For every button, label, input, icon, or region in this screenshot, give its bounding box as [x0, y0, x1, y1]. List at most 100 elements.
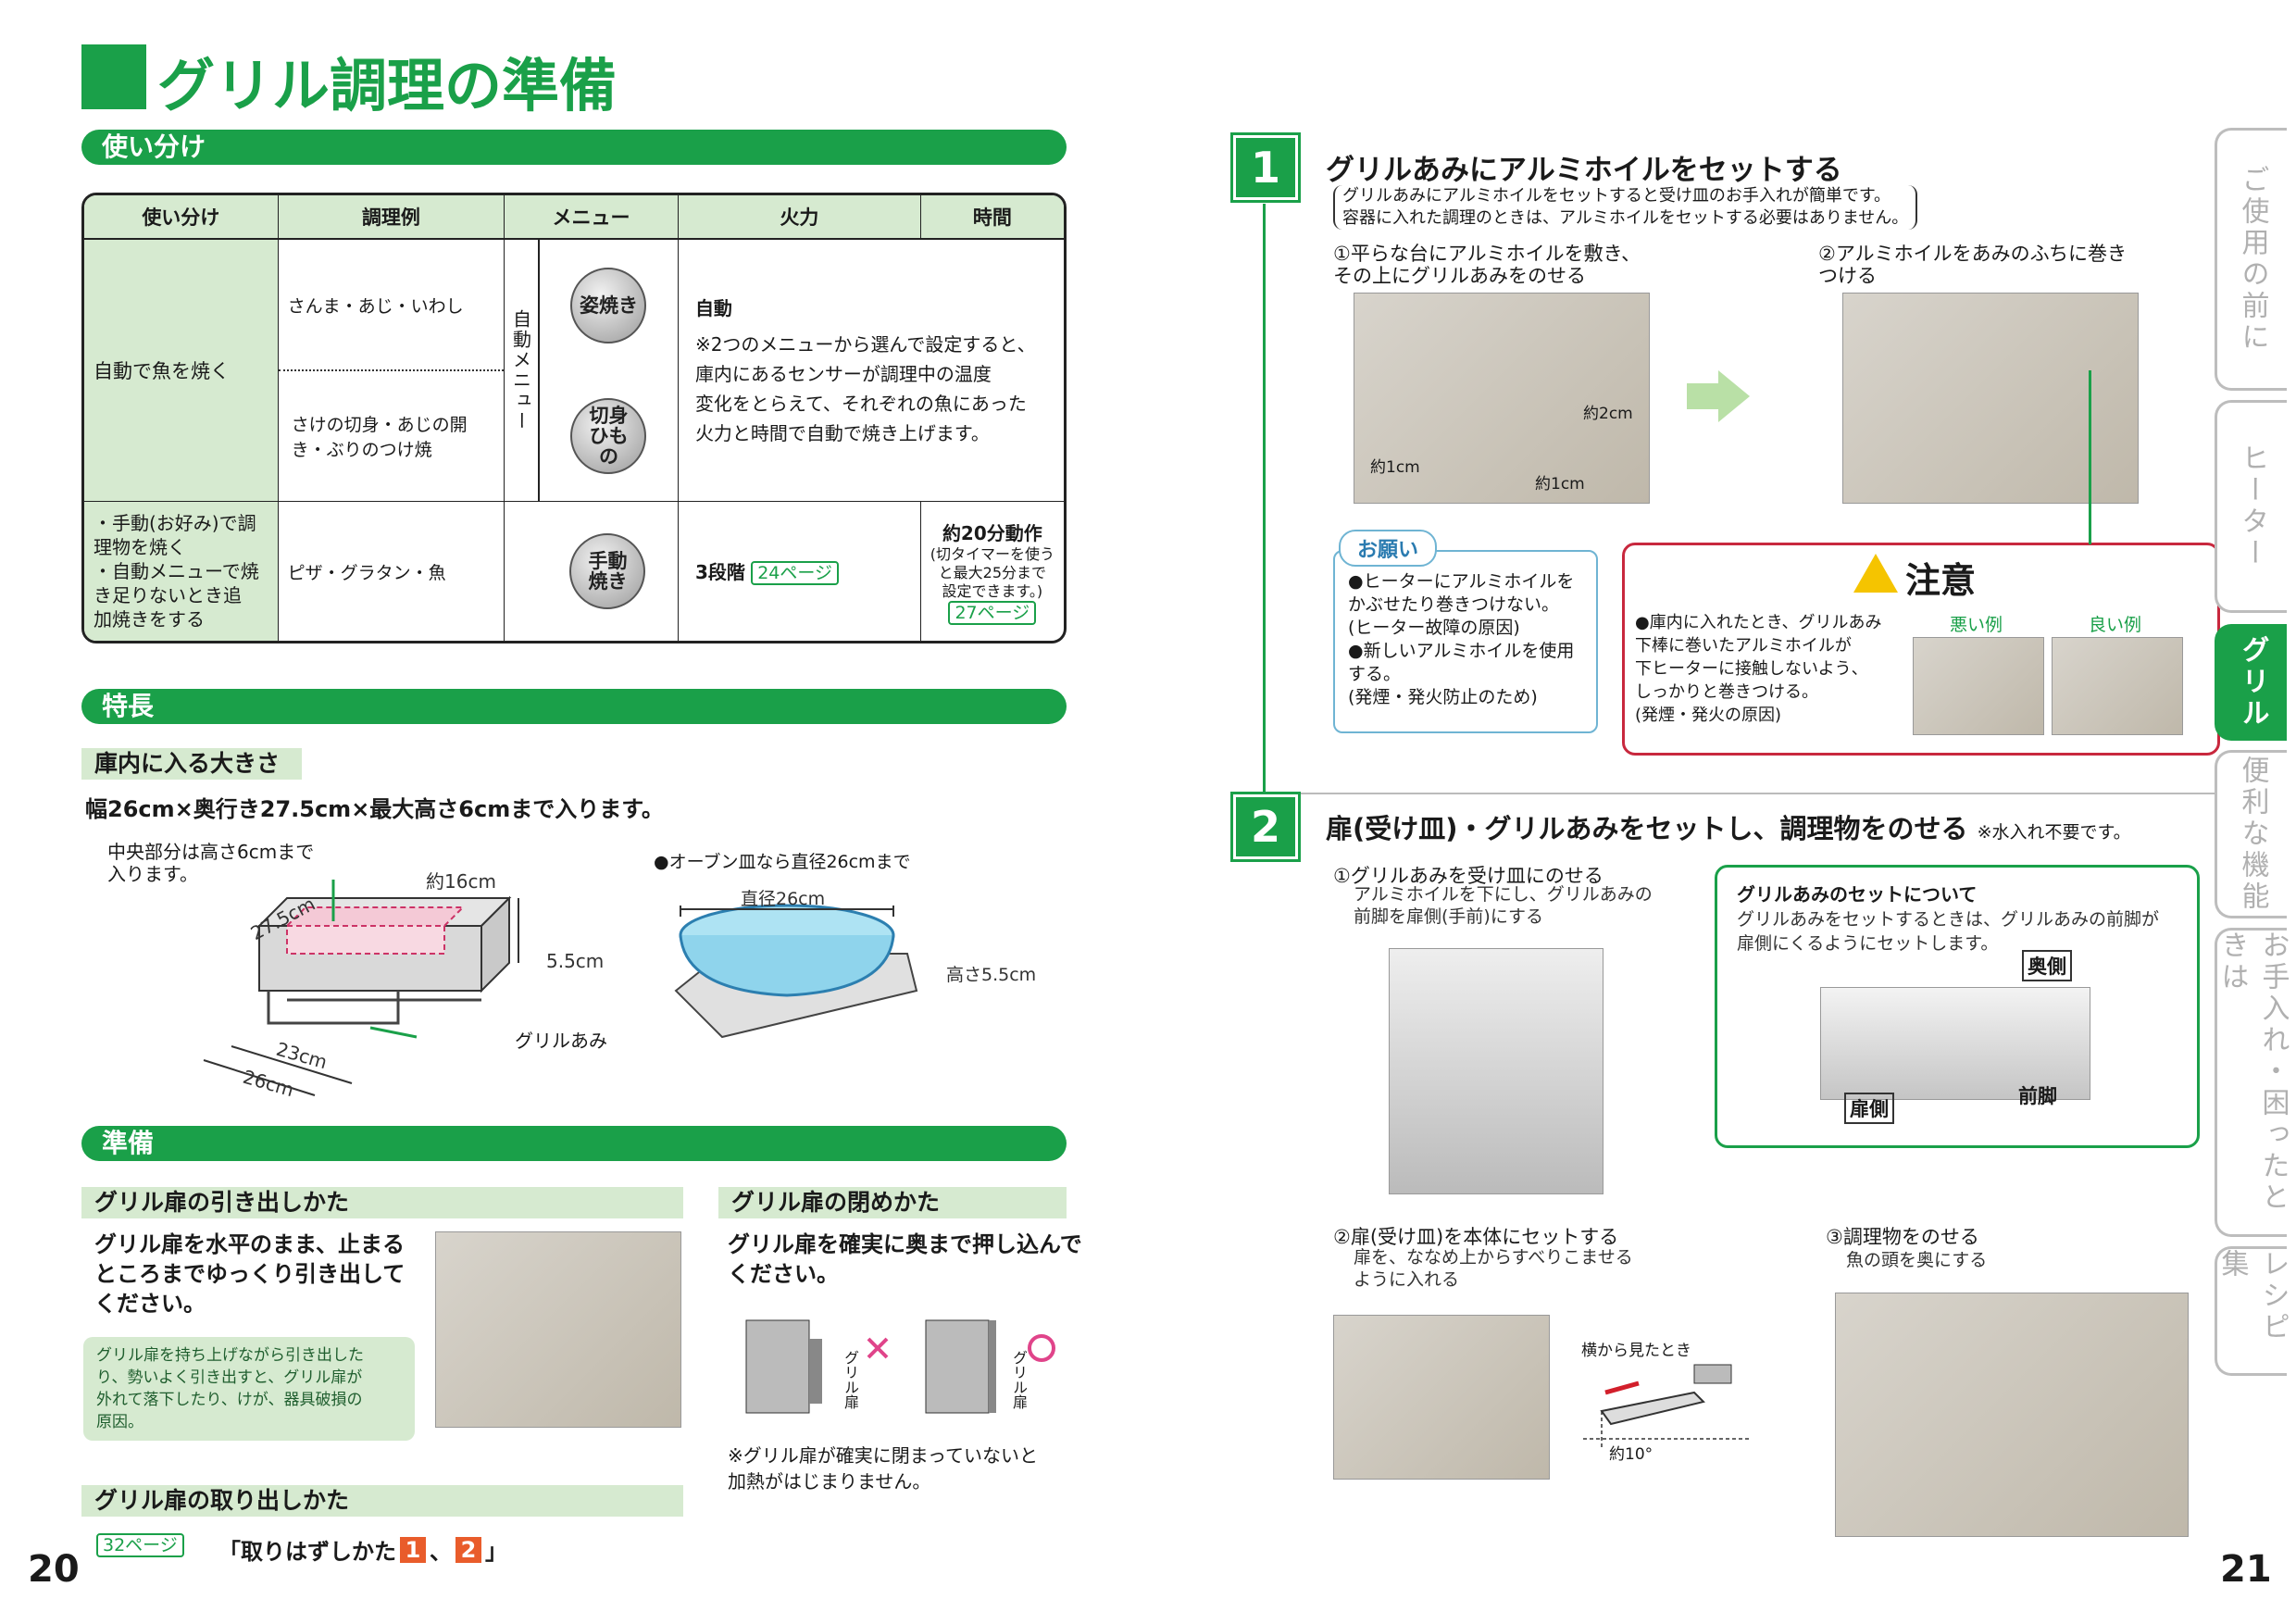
sugata-yaki-icon: 姿焼き	[570, 267, 647, 344]
pull-warning: グリル扉を持ち上げながら引き出した り、勢いよく引き出すと、グリル扉が 外れて落…	[83, 1337, 415, 1441]
step2-title: 扉(受け皿)・グリルあみをセットし、調理物をのせる ※水入れ不要です。	[1326, 813, 2131, 844]
page-ref-24[interactable]: 24ページ	[751, 561, 840, 585]
page-title: グリル調理の準備	[157, 52, 618, 119]
back-side-label: 奥側	[2022, 950, 2072, 981]
usage-table: 使い分け 調理例 メニュー 火力 時間 自動で魚を焼く さんま・あじ・いわし さ…	[81, 193, 1067, 643]
pointer-line	[2089, 370, 2091, 544]
row1-use: 自動で魚を焼く	[84, 240, 279, 502]
section-features: 特長	[81, 689, 1067, 724]
manual-yaki-icon: 手動焼き	[569, 533, 646, 609]
step2-a: ①グリルあみを受け皿にのせる	[1333, 865, 1603, 887]
size-figure	[203, 880, 519, 1096]
step2-b: ②扉(受け皿)を本体にセットする	[1333, 1226, 1619, 1248]
label-2cm: 約2cm	[1583, 405, 1633, 423]
label-1cm-a: 約1cm	[1370, 458, 1420, 477]
good-example-label: 良い例	[2089, 615, 2142, 635]
tab-grill[interactable]: グリル	[2215, 624, 2287, 741]
food-placement-illustration	[1835, 1293, 2189, 1537]
tab-recipes[interactable]: レシピ集	[2215, 1246, 2290, 1376]
tab-care-troubleshooting[interactable]: お手入れ・困ったときは	[2215, 928, 2290, 1237]
set-info-text: グリルあみをセットするときは、グリルあみの前脚が 扉側にくるようにセットします。	[1737, 909, 2160, 954]
time-note: (切タイマーを使う と最大25分まで 設定できます。)	[930, 544, 1054, 600]
row2-use: ・手動(お好み)で調 理物を焼く ・自動メニューで焼 き足りないとき追 加焼きを…	[84, 502, 279, 641]
page-ref-32[interactable]: 32ページ	[96, 1533, 184, 1557]
pull-text: グリル扉を水平のまま、止まる ところまでゆっくり引き出して ください。	[94, 1231, 406, 1317]
step2-b-sub: 扉を、ななめ上からすべりこませる ように入れる	[1354, 1247, 1633, 1290]
step1-b: ②アルミホイルをあみのふちに巻き つける	[1818, 243, 2127, 287]
close-note: ※グリル扉が確実に閉まっていないと 加熱がはじまりません。	[728, 1444, 1038, 1493]
door-label-2: グリル扉	[1010, 1350, 1028, 1409]
front-leg-label: 前脚	[2018, 1085, 2057, 1107]
title-marker	[81, 44, 146, 109]
close-figure	[745, 1319, 1055, 1414]
arrow-stem	[1687, 383, 1720, 409]
sub-remove: グリル扉の取り出しかた	[81, 1485, 683, 1517]
section-usage: 使い分け	[81, 130, 1067, 165]
step-2-badge: 2	[1230, 792, 1301, 862]
bad-example-photo	[1913, 637, 2044, 735]
size-text: 幅26cm×奥行き27.5cm×最大高さ6cmまで入ります。	[85, 796, 664, 822]
col-header: 火力	[678, 195, 921, 240]
section-prep: 準備	[81, 1126, 1067, 1161]
sub-size: 庫内に入る大きさ	[81, 748, 302, 780]
caution-text: ●庫内に入れたとき、グリルあみ 下棒に巻いたアルミホイルが 下ヒーターに接触しな…	[1635, 613, 1882, 725]
ref-num-2: 2	[455, 1536, 481, 1563]
arrow-right-icon	[1718, 370, 1750, 422]
height-label: 高さ5.5cm	[946, 965, 1037, 985]
tab-before-use[interactable]: ご使用の前に	[2215, 128, 2287, 391]
heat-auto: 自動	[694, 296, 732, 319]
rack-on-tray-illustration	[1389, 948, 1603, 1194]
sub-pull-out: グリル扉の引き出しかた	[81, 1187, 683, 1218]
kirimi-himono-icon: 切身ひもの	[570, 397, 647, 474]
page-ref-27[interactable]: 27ページ	[948, 600, 1037, 625]
col-header: メニュー	[505, 195, 679, 240]
request-text: ●ヒーターにアルミホイルを かぶせたり巻きつけない。 (ヒーター故障の原因) ●…	[1348, 571, 1575, 707]
row1-example2: さけの切身・あじの開き・ぶりのつけ焼	[291, 415, 468, 460]
auto-menu-label: 自動メニュー	[509, 309, 532, 431]
door-insert-illustration	[1333, 1315, 1550, 1480]
side-view-figure	[1583, 1364, 1750, 1448]
col-header: 使い分け	[84, 195, 279, 240]
tab-heater[interactable]: ヒーター	[2215, 400, 2287, 613]
close-text: グリル扉を確実に奥まで押し込んで ください。	[728, 1231, 1082, 1287]
door-label-1: グリル扉	[842, 1350, 859, 1409]
good-example-photo	[2052, 637, 2183, 735]
angle-label: 約10°	[1609, 1445, 1653, 1464]
side-view-label: 横から見たとき	[1581, 1342, 1691, 1360]
sub-close: グリル扉の閉めかた	[718, 1187, 1067, 1218]
grill-rack-label: グリルあみ	[515, 1030, 607, 1052]
col-header: 調理例	[278, 195, 505, 240]
center-note: 中央部分は高さ6cmまで 入ります。	[107, 841, 315, 885]
foil-rack-photo-2	[1842, 293, 2139, 504]
heat-3-levels: 3段階	[694, 561, 745, 583]
dim-5-5cm: 5.5cm	[546, 950, 605, 972]
step-connector	[1263, 204, 1266, 793]
row1-example1: さんま・あじ・いわし	[278, 240, 505, 371]
caution-title: 注意	[1905, 560, 1977, 601]
rack-set-illustration	[1820, 987, 2090, 1100]
step1-title: グリルあみにアルミホイルをセットする	[1326, 154, 1842, 187]
step-divider	[1231, 793, 2215, 794]
row2-example: ピザ・グラタン・魚	[279, 502, 505, 641]
dim-16cm: 約16cm	[426, 870, 496, 893]
heat-auto-note: ※2つのメニューから選んで設定すると、 庫内にあるセンサーが調理中の温度 変化を…	[694, 332, 1036, 444]
bad-example-label: 悪い例	[1950, 615, 2003, 635]
step2-c: ③調理物をのせる	[1826, 1226, 1979, 1248]
door-side-label: 扉側	[1844, 1093, 1894, 1124]
set-info-title: グリルあみのセットについて	[1737, 883, 1978, 906]
oven-dish-figure	[674, 904, 918, 1039]
page-number-left: 20	[28, 1548, 80, 1591]
tab-convenient-functions[interactable]: 便利な機能	[2215, 750, 2287, 918]
remove-instruction: 「取りはずしかた 1 、 2 」	[218, 1536, 507, 1565]
time-20min: 約20分動作	[942, 521, 1042, 544]
pull-out-illustration	[435, 1231, 681, 1428]
step2-c-sub: 魚の頭を奥にする	[1846, 1250, 1988, 1270]
warning-icon	[1853, 554, 1898, 593]
request-box	[1333, 550, 1598, 733]
step2-a-sub: アルミホイルを下にし、グリルあみの 前脚を扉側(手前)にする	[1354, 884, 1653, 927]
step1-a: ①平らな台にアルミホイルを敷き、 その上にグリルあみをのせる	[1333, 243, 1641, 287]
diameter-label: 直径26cm	[741, 889, 826, 909]
label-1cm-b: 約1cm	[1535, 475, 1585, 493]
set-info-box	[1715, 865, 2200, 1148]
oven-dish-note: ●オーブン皿なら直径26cmまで	[654, 852, 911, 872]
